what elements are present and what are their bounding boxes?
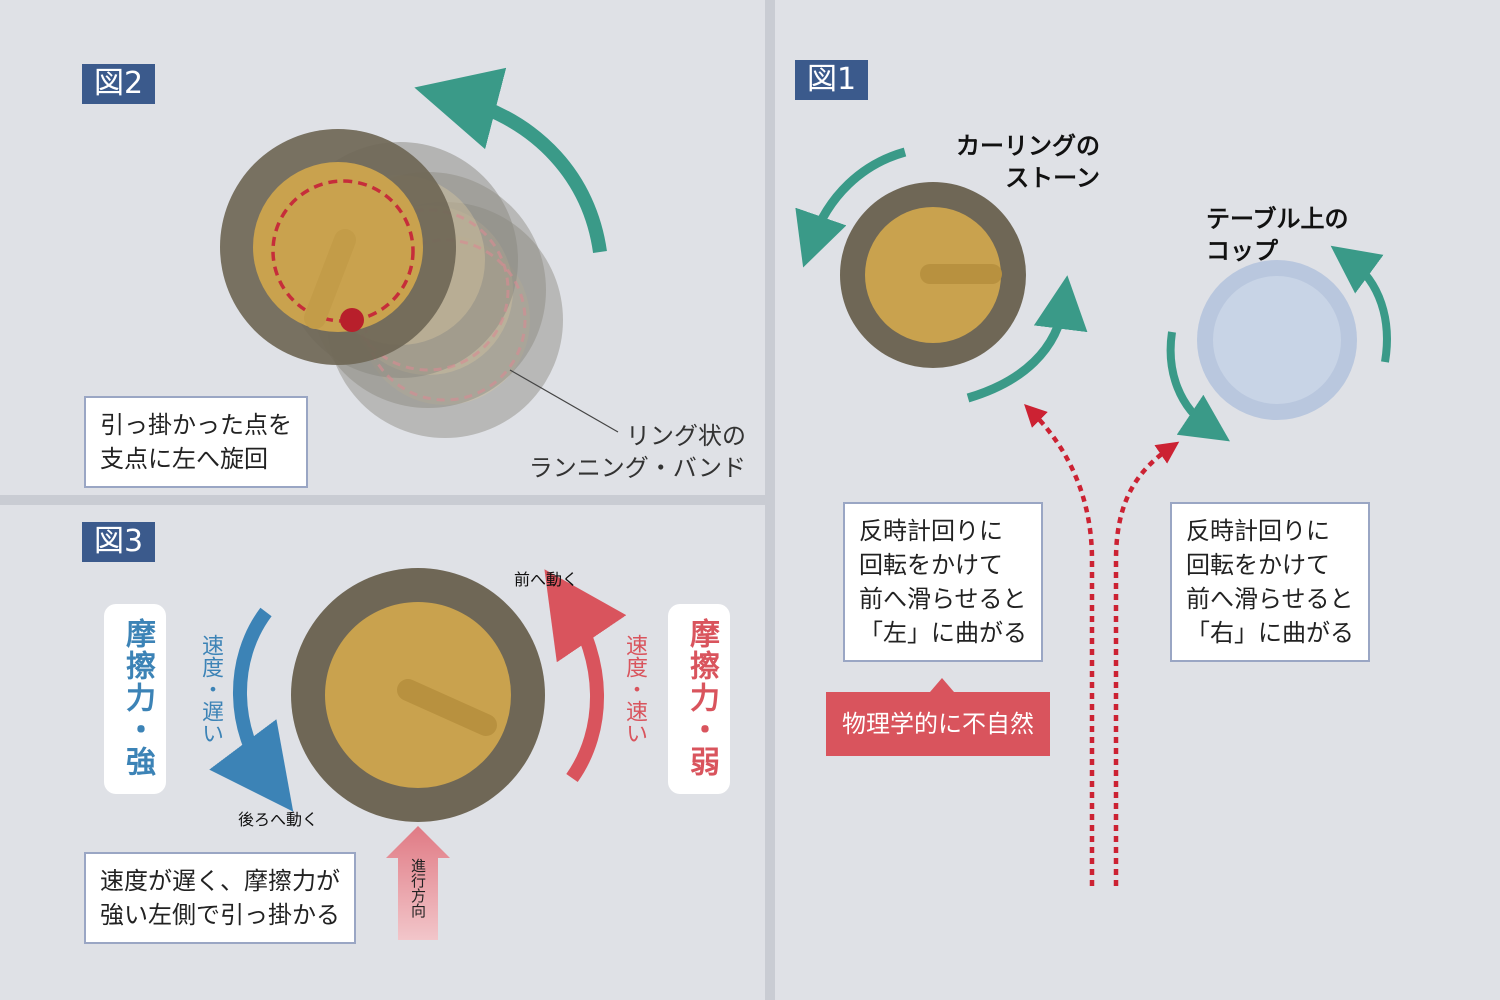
fig1-label: 図1: [795, 60, 869, 100]
vertical-divider: [765, 0, 775, 1000]
warning-pointer: [930, 678, 954, 692]
band-label-line-2: ランニング・バンド: [528, 454, 746, 482]
direction-label: 進行方向: [409, 858, 427, 918]
pivot-point: [340, 308, 364, 332]
fig2-label: 図2: [82, 64, 156, 104]
right-friction-label: 摩擦力・弱: [684, 618, 719, 778]
fig3-diagram: [209, 568, 627, 940]
right-friction-card: 摩擦力・弱: [668, 604, 730, 794]
path-right: [1113, 441, 1180, 886]
stone-label: カーリングの ストーン: [940, 130, 1100, 194]
stone-arrow-bottom: [966, 275, 1088, 403]
forward-label: 前へ動く: [514, 570, 579, 589]
cup-arrow-left: [1166, 331, 1230, 442]
band-label: リング状の ランニング・バンド: [528, 420, 746, 484]
right-speed-label: 速度・速い: [622, 634, 647, 744]
backward-label: 後ろへ動く: [238, 810, 319, 829]
fig1-left-note-line-4: 「左」に曲がる: [859, 619, 1027, 647]
left-speed-label: 速度・遅い: [198, 634, 223, 744]
cup-label-line-1: テーブル上の: [1206, 205, 1349, 233]
fig1-left-note-line-1: 反時計回りに: [859, 517, 1003, 545]
cup-arrow-right: [1330, 245, 1391, 363]
direction-arrow: [386, 826, 450, 940]
fig1-right-note-line-4: 「右」に曲がる: [1186, 619, 1354, 647]
fig3-label: 図3: [82, 522, 156, 562]
right-arrow-red: [544, 569, 627, 783]
horizontal-divider: [0, 495, 765, 505]
stone-handle: [304, 229, 356, 329]
fig1-right-note-line-3: 前へ滑らせると: [1186, 585, 1354, 613]
fig2-note-line-1: 引っ掛かった点を: [100, 411, 292, 439]
fig3-note-line-1: 速度が遅く、摩擦力が: [100, 867, 340, 895]
path-left: [1024, 404, 1095, 886]
fig2-note-line-2: 支点に左へ旋回: [100, 445, 268, 473]
fig1-left-note-line-2: 回転をかけて: [859, 551, 1003, 579]
fig1-left-note: 反時計回りに 回転をかけて 前へ滑らせると 「左」に曲がる: [843, 502, 1043, 662]
fig1-left-note-line-3: 前へ滑らせると: [859, 585, 1027, 613]
stone-label-line-1: カーリングの: [956, 132, 1100, 160]
cup-label: テーブル上の コップ: [1206, 203, 1349, 267]
fig1-right-note-line-1: 反時計回りに: [1186, 517, 1330, 545]
fig2-note: 引っ掛かった点を 支点に左へ旋回: [84, 396, 308, 488]
cup-label-line-2: コップ: [1206, 237, 1278, 265]
fig1-right-note-line-2: 回転をかけて: [1186, 551, 1330, 579]
stone-label-line-2: ストーン: [1005, 164, 1100, 192]
left-friction-label: 摩擦力・強: [120, 618, 155, 778]
fig3-note-line-2: 強い左側で引っ掛かる: [100, 901, 340, 929]
fig3-stone-handle: [397, 679, 497, 736]
rotation-arrow-ccw: [414, 67, 607, 253]
fig3-note: 速度が遅く、摩擦力が 強い左側で引っ掛かる: [84, 852, 356, 944]
band-leader-line: [509, 369, 619, 433]
left-friction-card: 摩擦力・強: [104, 604, 166, 794]
fig1-cup-inner: [1213, 276, 1341, 404]
fig1-right-note: 反時計回りに 回転をかけて 前へ滑らせると 「右」に曲がる: [1170, 502, 1370, 662]
fig2-diagram: [220, 67, 619, 438]
band-label-line-1: リング状の: [626, 422, 746, 450]
left-arrow-blue: [209, 607, 294, 812]
warning-badge: 物理学的に不自然: [826, 692, 1050, 756]
stone-arrow-top: [795, 147, 907, 268]
